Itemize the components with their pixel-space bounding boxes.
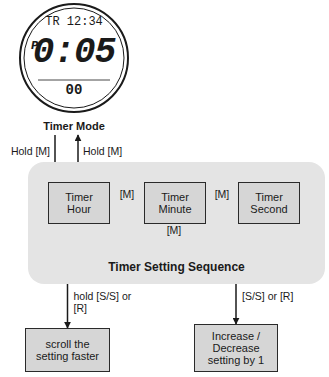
box-label: scroll the setting faster — [30, 338, 105, 362]
watch-face: TR 12:34P0:0500Timer Mode — [18, 2, 130, 114]
edge-label: Hold [M] — [83, 145, 143, 157]
watch-time-text: TR 12:34 — [18, 15, 130, 29]
edge-label: [S/S] or [R] — [242, 290, 308, 302]
setting-box: Timer Minute — [144, 182, 206, 224]
edge-label: [M] — [112, 188, 142, 200]
connector-arrow — [235, 284, 237, 324]
box-label: Increase / Decrease setting by 1 — [199, 330, 273, 366]
setting-sequence-panel: Timer Setting Sequence Timer Hour Timer Mi… — [28, 162, 325, 284]
action-box: scroll the setting faster — [25, 328, 110, 372]
panel-title: Timer Setting Sequence — [28, 260, 325, 274]
edge-label: [M] — [207, 188, 237, 200]
edge-label: [M] — [159, 224, 189, 236]
edge-label: hold [S/S] or [R] — [74, 290, 140, 314]
mode-caption: Timer Mode — [0, 120, 150, 132]
setting-box: Timer Second — [238, 182, 300, 224]
watch-seconds-digits: 00 — [18, 82, 130, 98]
setting-box: Timer Hour — [48, 182, 110, 224]
watch-timer-digits: 0:05 — [18, 32, 130, 73]
box-label: Timer Hour — [53, 191, 105, 215]
box-label: Timer Second — [243, 191, 295, 215]
edge-label: Hold [M] — [0, 145, 50, 157]
connector-arrow — [67, 284, 69, 328]
action-box: Increase / Decrease setting by 1 — [194, 324, 278, 372]
box-label: Timer Minute — [149, 191, 201, 215]
